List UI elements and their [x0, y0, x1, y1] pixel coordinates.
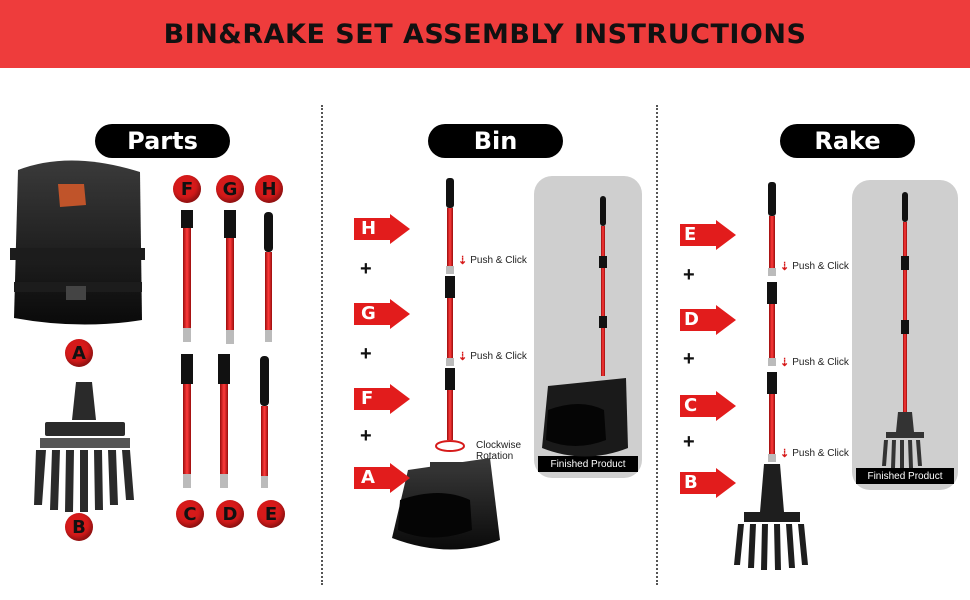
rake-step-arrow-e — [680, 220, 736, 250]
bin-step-arrow-f — [354, 384, 410, 414]
rake-push-click-1: ⇣Push & Click — [780, 261, 849, 273]
parts-heading: Parts — [95, 124, 230, 158]
down-arrow-icon: ⇣ — [780, 357, 790, 369]
bin-step-arrow-h — [354, 214, 410, 244]
rake-step-label-e: E — [684, 224, 697, 245]
part-f-pole — [181, 210, 193, 342]
part-e-pole — [260, 356, 269, 488]
rake-step-label-b: B — [684, 472, 698, 493]
part-c-pole — [181, 354, 193, 488]
bin-step-arrow-a — [354, 463, 410, 493]
bin-step-label-a: A — [361, 467, 375, 488]
part-label-a: A — [65, 339, 93, 367]
bin-assembly-pole — [435, 178, 465, 452]
bin-step-arrow-g — [354, 299, 410, 329]
bin-plus-3: + — [360, 425, 372, 447]
rake-step-arrow-c — [680, 391, 736, 421]
down-arrow-icon: ⇣ — [458, 255, 468, 267]
rake-push-click-3: ⇣Push & Click — [780, 448, 849, 460]
rake-finished-label: Finished Product — [856, 468, 954, 484]
part-label-f: F — [173, 175, 201, 203]
part-label-g: G — [216, 175, 244, 203]
bin-step-label-g: G — [361, 303, 376, 324]
part-label-e: E — [257, 500, 285, 528]
rake-step-arrow-b — [680, 468, 736, 498]
bin-push-click-1: ⇣Push & Click — [458, 255, 527, 267]
part-g-pole — [224, 210, 236, 344]
down-arrow-icon: ⇣ — [458, 351, 468, 363]
clockwise-text: Clockwise — [476, 440, 522, 451]
down-arrow-icon: ⇣ — [780, 448, 790, 460]
rake-head-image — [734, 464, 808, 570]
part-d-pole — [218, 354, 230, 488]
title-banner: BIN&RAKE SET ASSEMBLY INSTRUCTIONS — [0, 0, 970, 68]
rotation-text: Rotation — [476, 451, 514, 462]
part-h-pole — [264, 212, 273, 342]
down-arrow-icon: ⇣ — [780, 261, 790, 273]
rake-push-click-2: ⇣Push & Click — [780, 357, 849, 369]
bin-heading: Bin — [428, 124, 563, 158]
rake-plus-2: + — [683, 348, 695, 370]
bin-finished-panel: Finished Product — [534, 176, 642, 478]
bin-step-label-h: H — [361, 218, 377, 239]
rake-step-label-c: C — [684, 395, 698, 416]
bin-step-label-f: F — [361, 388, 374, 409]
rake-assembly-pole — [767, 182, 777, 462]
rake-step-label-d: D — [684, 309, 699, 330]
bin-dustpan-image — [392, 458, 500, 550]
rake-step-arrow-d — [680, 305, 736, 335]
rake-plus-3: + — [683, 431, 695, 453]
part-a-bin-image — [10, 160, 145, 325]
divider-right — [656, 105, 658, 585]
page-title: BIN&RAKE SET ASSEMBLY INSTRUCTIONS — [163, 18, 807, 50]
part-label-b: B — [65, 513, 93, 541]
bin-clockwise-note: Clockwise Rotation — [476, 440, 521, 462]
part-b-rake-image — [34, 382, 134, 512]
bin-push-click-2: ⇣Push & Click — [458, 351, 527, 363]
bin-finished-label: Finished Product — [538, 456, 638, 472]
bin-plus-1: + — [360, 258, 372, 280]
divider-left — [321, 105, 323, 585]
part-label-d: D — [216, 500, 244, 528]
rake-plus-1: + — [683, 264, 695, 286]
part-label-h: H — [255, 175, 283, 203]
part-label-c: C — [176, 500, 204, 528]
rake-heading: Rake — [780, 124, 915, 158]
bin-plus-2: + — [360, 343, 372, 365]
rake-finished-panel: Finished Product — [852, 180, 958, 490]
